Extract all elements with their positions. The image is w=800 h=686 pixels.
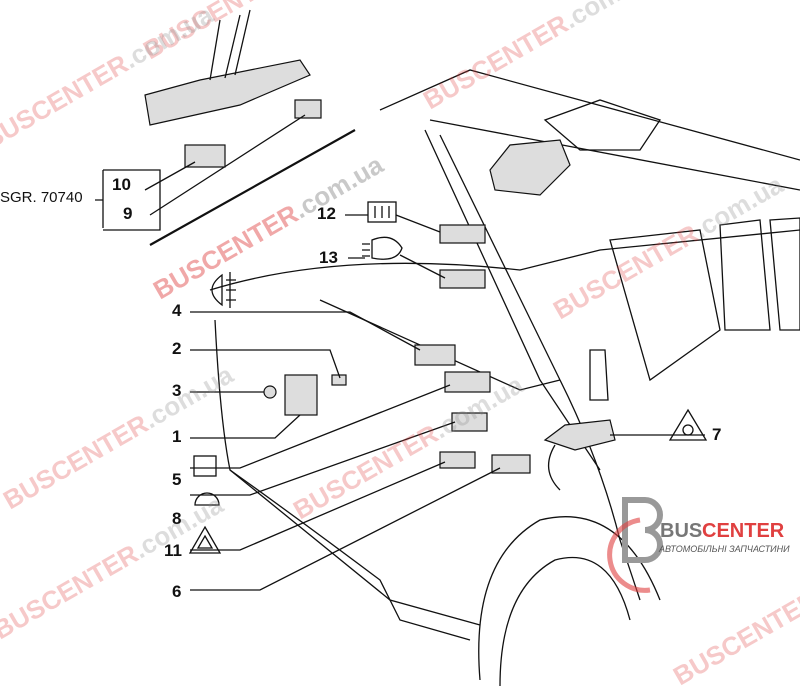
callout-3: 3 bbox=[172, 381, 181, 400]
part-9 bbox=[294, 99, 322, 119]
fog-lamp-icon bbox=[211, 272, 236, 308]
callout-2: 2 bbox=[172, 339, 181, 358]
callout-5: 5 bbox=[172, 470, 181, 489]
buscenter-logo: BUS CENTER АВТОМОБІЛЬНІ ЗАПЧАСТИНИ bbox=[607, 497, 790, 593]
logo-center: CENTER bbox=[702, 520, 785, 542]
rear-defrost-icon bbox=[367, 201, 397, 223]
svg-text:BUSCENTER.com.ua: BUSCENTER.com.ua bbox=[0, 359, 239, 515]
callout-12: 12 bbox=[317, 204, 336, 223]
callout-13: 13 bbox=[319, 248, 338, 267]
part-10 bbox=[184, 144, 226, 168]
hazard-icon bbox=[188, 525, 222, 554]
leader-lines bbox=[95, 114, 705, 591]
vehicle-outline bbox=[149, 69, 800, 686]
console-unit bbox=[144, 59, 311, 126]
svg-text:BUSCENTER.com.ua: BUSCENTER.com.ua bbox=[418, 0, 659, 115]
parking-light-icon bbox=[193, 455, 217, 477]
logo-tagline: АВТОМОБІЛЬНІ ЗАПЧАСТИНИ bbox=[658, 544, 790, 554]
svg-text:BUSCENTER.com.ua: BUSCENTER.com.ua bbox=[0, 0, 219, 155]
headlamp-icon bbox=[362, 236, 403, 260]
callout-8: 8 bbox=[172, 509, 181, 528]
callout-7: 7 bbox=[712, 425, 721, 444]
callout-6: 6 bbox=[172, 582, 181, 601]
reference-code: SGR. 70740 bbox=[0, 189, 83, 206]
interior-light-icon bbox=[194, 492, 220, 506]
callout-9: 9 bbox=[123, 204, 132, 223]
roof-console bbox=[489, 139, 571, 196]
console-wires bbox=[209, 9, 251, 81]
callout-4: 4 bbox=[172, 301, 182, 320]
svg-text:BUSCENTER: BUSCENTER bbox=[668, 584, 800, 686]
callout-1: 1 bbox=[172, 427, 181, 446]
logo-bus: BUS bbox=[660, 520, 702, 542]
svg-text:BUSCENTER.com.ua: BUSCENTER.com.ua bbox=[288, 369, 529, 525]
parts bbox=[263, 224, 616, 491]
callout-10: 10 bbox=[112, 175, 131, 194]
svg-text:BUSCENTER.com.ua: BUSCENTER.com.ua bbox=[0, 489, 229, 645]
callout-11: 11 bbox=[164, 541, 182, 560]
svg-text:BUSCENTER.com.ua: BUSCENTER.com.ua bbox=[548, 169, 789, 325]
